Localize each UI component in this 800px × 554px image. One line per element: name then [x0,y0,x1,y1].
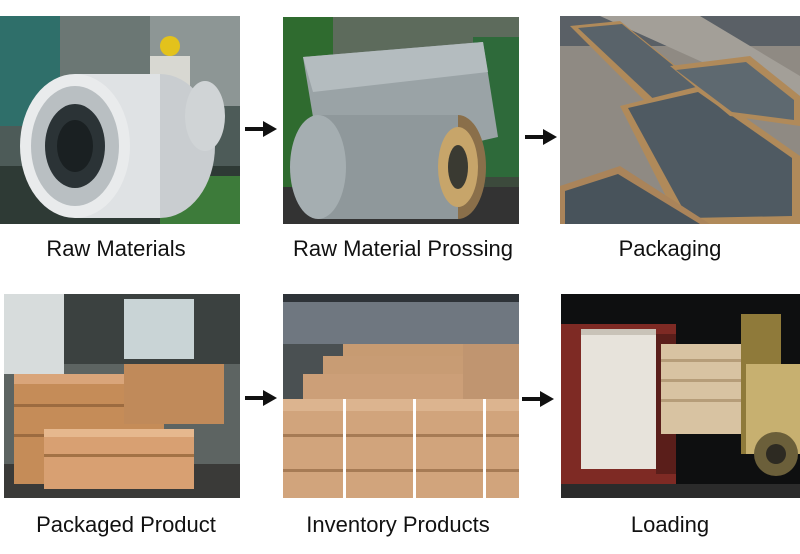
step-label-loading: Loading [630,512,710,537]
photo-packaging [560,16,800,224]
step-label-packaged-product: Packaged Product [36,512,216,537]
step-label-raw-materials: Raw Materials [46,236,186,261]
photo-raw-material-processing [283,17,519,224]
step-label-packaging: Packaging [618,236,722,261]
photo-loading [561,294,800,498]
photo-packaged-product [4,294,240,498]
arrow-right-icon [245,390,277,406]
arrow-right-icon [245,121,277,137]
arrow-right-icon [522,391,554,407]
arrow-right-icon [525,129,557,145]
step-label-inventory-products: Inventory Products [306,512,490,537]
photo-inventory-products [283,294,519,498]
step-label-raw-material-prossing: Raw Material Prossing [292,236,514,261]
photo-raw-materials [0,16,240,224]
